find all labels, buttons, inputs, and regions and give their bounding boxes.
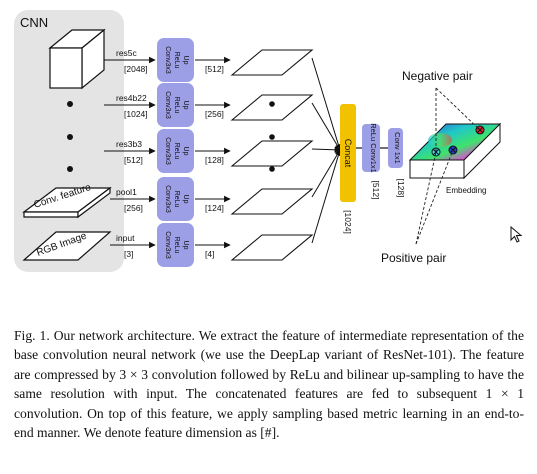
ellipsis-dot bbox=[67, 134, 73, 140]
branch-layer-name: res3b3 bbox=[116, 139, 142, 149]
relu-conv1x1-label: ReLu Conv1x1 bbox=[369, 123, 378, 173]
block-label: UpReLuConv3x3 bbox=[164, 185, 189, 213]
branch-input: input [3] UpReLuConv3x3 [4] bbox=[110, 149, 342, 267]
mouse-cursor-icon bbox=[510, 226, 523, 243]
branch-output-dim: [4] bbox=[205, 249, 214, 259]
branch-input-dim: [256] bbox=[124, 203, 143, 213]
branch-layer-name: pool1 bbox=[116, 187, 137, 197]
branch-layer-name: res5c bbox=[116, 48, 138, 58]
branch-res3b3: res3b3 [512] UpReLuConv3x3 [128] bbox=[104, 129, 341, 173]
ellipsis-dot bbox=[269, 101, 275, 107]
feature-map-slab bbox=[230, 234, 314, 261]
branch-input-dim: [1024] bbox=[124, 109, 148, 119]
branch-input-dim: [2048] bbox=[124, 64, 148, 74]
feature-map-slab bbox=[230, 94, 314, 121]
slab-to-concat-arrow bbox=[311, 149, 342, 244]
ellipsis-dot bbox=[269, 166, 275, 172]
up-relu-conv3x3-block bbox=[157, 38, 194, 82]
branch-output-dim: [128] bbox=[205, 155, 224, 165]
rgb-image-slab bbox=[22, 231, 112, 261]
conv1x1-dim: [128] bbox=[396, 179, 406, 198]
positive-pair-label: Positive pair bbox=[381, 251, 446, 265]
conv1x1-label: Conv 1x1 bbox=[393, 132, 402, 164]
concat-block bbox=[340, 104, 356, 202]
branch-output-dim: [512] bbox=[205, 64, 224, 74]
block-label: UpReLuConv3x3 bbox=[164, 91, 189, 119]
conv1x1-block bbox=[388, 128, 403, 168]
branch-output-dim: [256] bbox=[205, 109, 224, 119]
branch-input-dim: [512] bbox=[124, 155, 143, 165]
branch-res5c: res5c [2048] UpReLuConv3x3 [512] bbox=[104, 38, 342, 151]
network-architecture-diagram: CNN Conv. feature RGB Image res5c[2048]U… bbox=[14, 10, 502, 272]
up-relu-conv3x3-block bbox=[157, 129, 194, 173]
ellipsis-dot bbox=[269, 134, 275, 140]
block-label: UpReLuConv3x3 bbox=[164, 231, 189, 259]
block-label: UpReLuConv3x3 bbox=[164, 137, 189, 165]
concat-label: Concat bbox=[343, 139, 353, 168]
negative-pair-label: Negative pair bbox=[402, 69, 473, 83]
cnn-label: CNN bbox=[20, 15, 48, 30]
branch-res4b22: res4b22 [1024] UpReLuConv3x3 [256] bbox=[104, 83, 341, 151]
pair-dashed-lines bbox=[415, 87, 481, 245]
branch-output-dim: [124] bbox=[205, 203, 224, 213]
branch-layer-name: input bbox=[116, 233, 135, 243]
embedding-label: Embedding bbox=[446, 186, 486, 195]
slab-to-concat-arrow bbox=[311, 57, 342, 151]
branch-input-dim: [3] bbox=[124, 249, 133, 259]
ellipsis-dot bbox=[67, 166, 73, 172]
slab-to-concat-arrow bbox=[311, 102, 341, 151]
up-relu-conv3x3-block bbox=[157, 223, 194, 267]
feature-map-slab bbox=[230, 49, 314, 76]
up-relu-conv3x3-block bbox=[157, 177, 194, 221]
feature-map-slab bbox=[230, 140, 314, 167]
relu-conv1x1-dim: [512] bbox=[371, 181, 381, 200]
anchor-sample-marker bbox=[431, 147, 441, 157]
block-label: UpReLuConv3x3 bbox=[164, 46, 189, 74]
ellipsis-dot bbox=[67, 101, 73, 107]
slab-to-concat-arrow bbox=[311, 149, 341, 198]
branch-pool1: pool1 [256] UpReLuConv3x3 [124] bbox=[110, 149, 341, 221]
concat-dim: [1024] bbox=[343, 210, 353, 234]
slab-to-concat-arrow bbox=[311, 146, 341, 153]
up-relu-conv3x3-block bbox=[157, 83, 194, 127]
relu-conv1x1-block bbox=[362, 124, 380, 172]
conv-feature-slab bbox=[22, 186, 112, 219]
feature-map-slab bbox=[230, 188, 314, 215]
branch-layer-name: res4b22 bbox=[116, 93, 147, 103]
cnn-cube bbox=[48, 28, 106, 90]
figure-caption: Fig. 1. Our network architecture. We ext… bbox=[14, 328, 524, 441]
